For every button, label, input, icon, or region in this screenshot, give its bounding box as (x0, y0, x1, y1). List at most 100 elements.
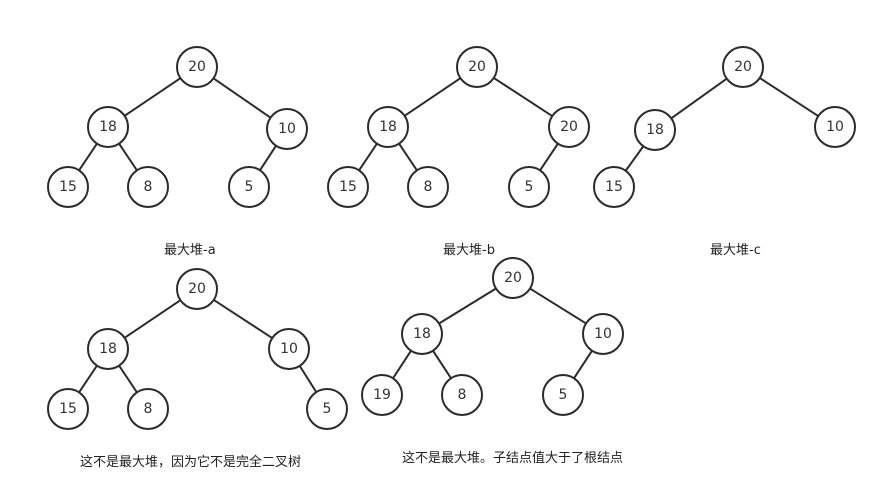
tree-node: 20 (456, 46, 498, 88)
tree-node: 5 (228, 166, 270, 208)
node-value: 10 (826, 119, 844, 135)
node-value: 19 (373, 387, 391, 403)
tree-edge (118, 365, 138, 393)
node-circle (367, 106, 409, 148)
tree-node: 8 (127, 388, 169, 430)
node-circle (814, 106, 856, 148)
node-value: 10 (594, 326, 612, 342)
node-value: 18 (379, 119, 397, 135)
node-value: 18 (99, 341, 117, 357)
tree-node: 10 (266, 108, 308, 150)
caption-child-greater-than-root: 这不是最大堆。子结点值大于了根结点 (402, 451, 624, 466)
node-value: 18 (413, 326, 431, 342)
node-value: 20 (734, 59, 752, 75)
node-circle (548, 106, 590, 148)
tree-edge (78, 143, 98, 171)
tree-edge (298, 365, 318, 393)
tree-node: 15 (47, 388, 89, 430)
tree-edge (404, 77, 461, 117)
node-value: 5 (559, 387, 568, 403)
node-circle (722, 46, 764, 88)
node-value: 18 (646, 122, 664, 138)
caption-max-heap-c: 最大堆-c (710, 243, 761, 258)
tree-edge (118, 143, 138, 171)
tree-edge (78, 365, 98, 393)
tree-node: 20 (548, 106, 590, 148)
node-circle (268, 328, 310, 370)
caption-not-complete-binary-tree: 这不是最大堆，因为它不是完全二叉树 (80, 455, 302, 470)
node-circle (176, 46, 218, 88)
tree-not-complete-binary-tree: 20 18 10 15 8 5 (47, 268, 348, 430)
tree-edge (392, 350, 412, 379)
tree-edge (759, 77, 819, 117)
tree-node: 10 (814, 106, 856, 148)
tree-node: 15 (327, 166, 369, 208)
node-circle (327, 166, 369, 208)
node-circle (47, 166, 89, 208)
node-circle (508, 166, 550, 208)
node-value: 20 (504, 270, 522, 286)
node-circle (593, 166, 635, 208)
caption-max-heap-b: 最大堆-b (443, 243, 495, 258)
tree-node: 5 (508, 166, 550, 208)
node-value: 18 (99, 119, 117, 135)
tree-edge (493, 77, 553, 117)
tree-edge (124, 77, 181, 117)
tree-node: 20 (176, 268, 218, 310)
tree-node: 18 (401, 313, 443, 355)
node-value: 20 (188, 281, 206, 297)
node-value: 5 (525, 179, 534, 195)
tree-edge (213, 299, 273, 339)
tree-edge (432, 350, 452, 379)
node-circle (87, 328, 129, 370)
tree-node: 5 (306, 388, 348, 430)
tree-node: 10 (268, 328, 310, 370)
node-circle (456, 46, 498, 88)
node-circle (401, 313, 443, 355)
tree-node: 8 (127, 166, 169, 208)
node-circle (176, 268, 218, 310)
node-value: 20 (188, 59, 206, 75)
tree-node: 18 (634, 109, 676, 151)
node-value: 15 (605, 179, 623, 195)
node-circle (542, 374, 584, 416)
tree-max-heap-a: 20 18 10 15 8 5 (47, 46, 308, 208)
node-value: 5 (323, 401, 332, 417)
tree-edge (624, 145, 645, 172)
node-circle (47, 388, 89, 430)
tree-node: 15 (593, 166, 635, 208)
caption-max-heap-a: 最大堆-a (164, 243, 216, 258)
tree-node: 18 (87, 106, 129, 148)
tree-node: 10 (582, 313, 624, 355)
tree-child-greater-than-root: 20 18 10 19 8 5 (361, 257, 624, 416)
node-value: 8 (144, 179, 153, 195)
tree-edge (539, 143, 559, 171)
node-value: 15 (339, 179, 357, 195)
node-value: 15 (59, 401, 77, 417)
node-value: 15 (59, 179, 77, 195)
tree-edge (529, 287, 587, 325)
node-circle (228, 166, 270, 208)
tree-edge (124, 299, 181, 339)
node-circle (634, 109, 676, 151)
node-value: 10 (280, 341, 298, 357)
tree-edge (438, 287, 497, 325)
node-circle (266, 108, 308, 150)
tree-node: 20 (176, 46, 218, 88)
tree-node: 19 (361, 374, 403, 416)
node-value: 8 (144, 401, 153, 417)
tree-edge (398, 143, 418, 171)
tree-node: 5 (542, 374, 584, 416)
tree-node: 20 (492, 257, 534, 299)
node-circle (127, 388, 169, 430)
node-value: 20 (468, 59, 486, 75)
node-value: 8 (458, 387, 467, 403)
tree-edge (573, 350, 593, 379)
tree-node: 20 (722, 46, 764, 88)
node-circle (127, 166, 169, 208)
tree-edge (212, 77, 272, 119)
node-value: 20 (560, 119, 578, 135)
node-circle (441, 374, 483, 416)
tree-edge (259, 145, 277, 171)
